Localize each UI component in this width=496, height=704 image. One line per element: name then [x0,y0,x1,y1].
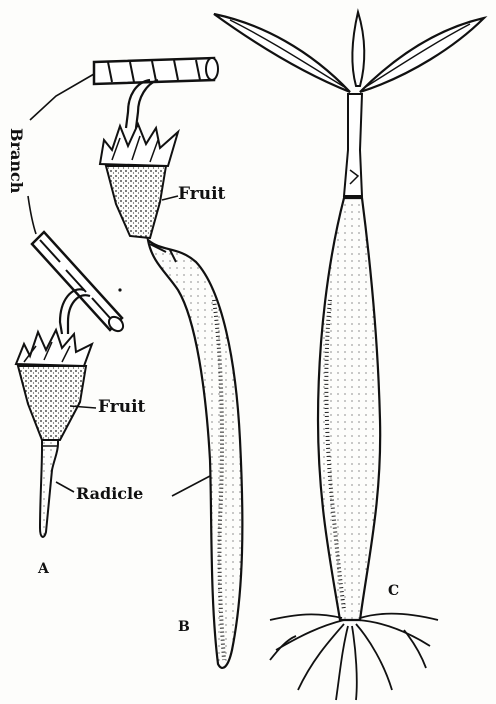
stage-b-stalk [126,80,158,128]
stage-c-roots [270,614,438,700]
stage-a-fruit [18,366,86,440]
stage-a-calyx [16,330,92,366]
label-radicle: Radicle [76,486,143,502]
leader-branch-a [28,196,36,234]
label-stage-c: C [388,584,399,598]
stage-c-leaves [214,12,484,92]
label-branch: Branch [8,128,24,193]
leader-radicle-b [172,476,210,496]
stage-b-calyx [100,124,178,166]
stage-a-radicle [40,440,58,537]
stage-b-hypocotyl [148,240,242,668]
stage-a-stalk [60,289,90,334]
stage-b-drawing [94,58,242,668]
leader-fruit-b [162,196,178,200]
stage-b-fruit [106,166,166,238]
leader-radicle-a [56,482,74,492]
label-stage-a: A [38,562,49,576]
stage-a-branch [32,232,126,334]
stage-c-drawing [214,12,484,700]
label-fruit-b: Fruit [178,186,225,203]
stage-c-hypocotyl [318,198,380,620]
label-stage-b: B [178,620,190,634]
label-fruit-a: Fruit [98,399,145,416]
leader-branch-b [30,74,94,120]
